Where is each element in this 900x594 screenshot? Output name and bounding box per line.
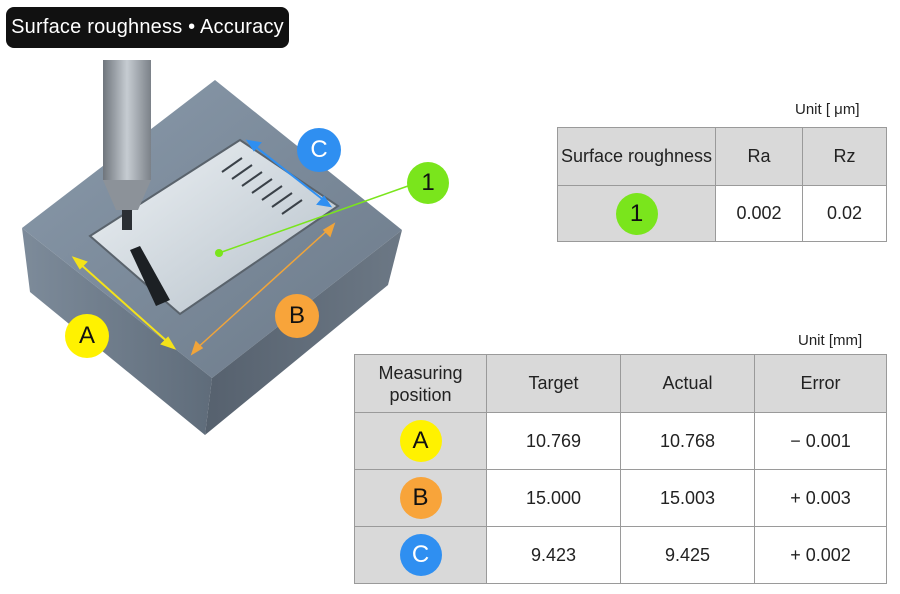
accuracy-target-value: 9.423 bbox=[486, 526, 621, 584]
roughness-header-ra: Ra bbox=[715, 127, 803, 186]
accuracy-actual-value: 9.425 bbox=[620, 526, 755, 584]
marker-a: A bbox=[399, 420, 442, 462]
accuracy-table: Measuring position Target Actual Error A… bbox=[354, 354, 887, 584]
callout-1: 1 bbox=[407, 162, 449, 204]
callout-b: B bbox=[275, 294, 319, 338]
roughness-ra-value: 0.002 bbox=[715, 185, 803, 242]
marker-c: C bbox=[399, 534, 442, 576]
accuracy-marker-cell: C bbox=[354, 526, 487, 584]
accuracy-header-error: Error bbox=[754, 354, 887, 413]
callout-a: A bbox=[65, 314, 109, 358]
accuracy-target-value: 10.769 bbox=[486, 412, 621, 470]
accuracy-header-target: Target bbox=[486, 354, 621, 413]
roughness-table: Surface roughness Ra Rz 1 0.002 0.02 bbox=[557, 127, 887, 242]
table-row: 1 0.002 0.02 bbox=[557, 185, 887, 242]
accuracy-error-value: + 0.002 bbox=[754, 526, 887, 584]
roughness-unit-label: Unit [ μm] bbox=[795, 101, 860, 118]
table-row: B 15.000 15.003 + 0.003 bbox=[354, 469, 887, 527]
roughness-rz-value: 0.02 bbox=[802, 185, 887, 242]
accuracy-target-value: 15.000 bbox=[486, 469, 621, 527]
accuracy-marker-cell: A bbox=[354, 412, 487, 470]
roughness-header-rz: Rz bbox=[802, 127, 887, 186]
accuracy-marker-cell: B bbox=[354, 469, 487, 527]
marker-b: B bbox=[399, 477, 442, 519]
table-row: C 9.423 9.425 + 0.002 bbox=[354, 526, 887, 584]
accuracy-actual-value: 10.768 bbox=[620, 412, 755, 470]
accuracy-header-actual: Actual bbox=[620, 354, 755, 413]
roughness-marker-cell: 1 bbox=[557, 185, 716, 242]
accuracy-actual-value: 15.003 bbox=[620, 469, 755, 527]
accuracy-error-value: + 0.003 bbox=[754, 469, 887, 527]
accuracy-unit-label: Unit [mm] bbox=[798, 332, 863, 349]
table-row: A 10.769 10.768 − 0.001 bbox=[354, 412, 887, 470]
accuracy-header-position: Measuring position bbox=[354, 354, 487, 413]
roughness-header-label: Surface roughness bbox=[557, 127, 716, 186]
callout-c: C bbox=[297, 128, 341, 172]
page-title: Surface roughness • Accuracy bbox=[6, 7, 289, 48]
accuracy-error-value: − 0.001 bbox=[754, 412, 887, 470]
marker-1: 1 bbox=[615, 192, 658, 235]
